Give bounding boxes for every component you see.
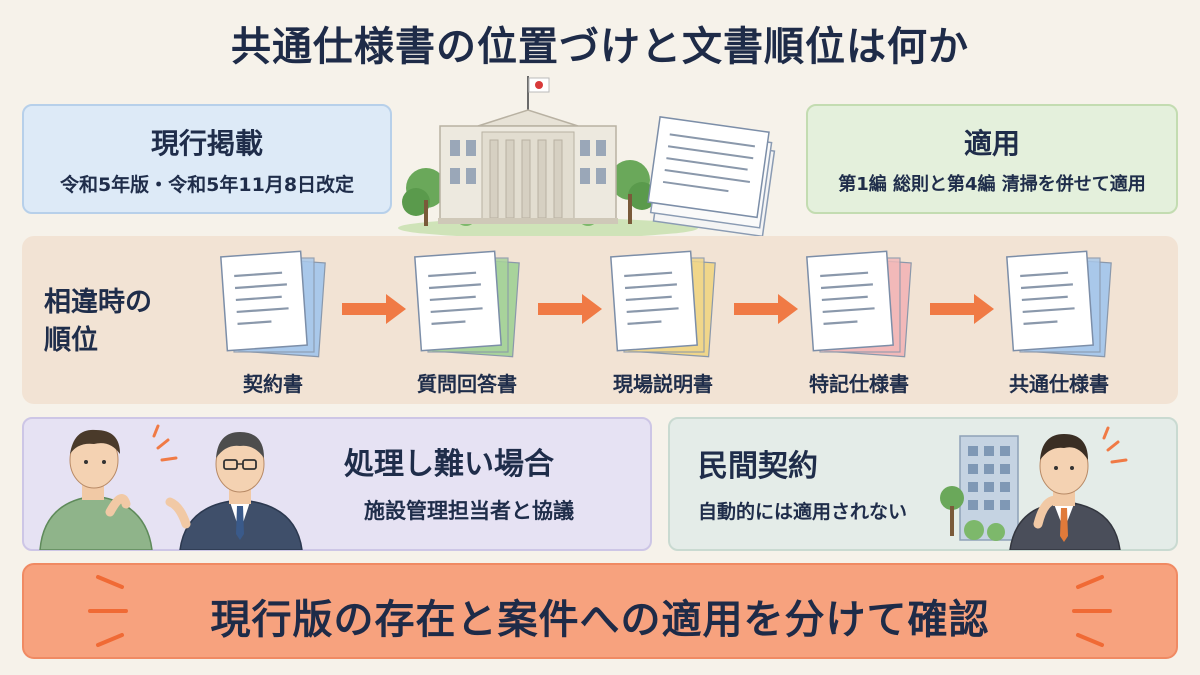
difficult-case-detail: 施設管理担当者と協議	[364, 499, 574, 523]
conclusion-text: 現行版の存在と案件への適用を分けて確認	[210, 597, 990, 643]
current-edition-heading: 現行掲載	[150, 127, 263, 160]
arrow-right-icon	[342, 294, 406, 324]
doc-label-special-spec: 特記仕様書	[809, 372, 909, 396]
arrow-right-icon	[734, 294, 798, 324]
application-detail: 第1編 総則と第4編 清掃を併せて適用	[838, 174, 1146, 195]
priority-order-label: 相違時の 順位	[44, 287, 152, 356]
government-building-icon	[398, 76, 776, 238]
difficult-case-heading: 処理し難い場合	[344, 447, 554, 482]
arrow-right-icon	[538, 294, 602, 324]
qa-document-icon	[414, 250, 520, 358]
contract-document-icon	[220, 250, 326, 358]
doc-label-contract: 契約書	[243, 372, 303, 396]
site-briefing-document-icon	[610, 250, 716, 358]
current-edition-box: 現行掲載 令和5年版・令和5年11月8日改定	[22, 104, 392, 214]
common-spec-document-icon	[1006, 250, 1112, 358]
private-contract-box: 民間契約 自動的には適用されない	[668, 417, 1178, 551]
application-heading: 適用	[963, 127, 1020, 160]
application-box: 適用 第1編 総則と第4編 清掃を併せて適用	[806, 104, 1178, 214]
doc-label-site-briefing: 現場説明書	[613, 372, 713, 396]
private-contract-detail: 自動的には適用されない	[698, 501, 908, 523]
special-spec-document-icon	[806, 250, 912, 358]
arrow-right-icon	[930, 294, 994, 324]
conclusion-banner: 現行版の存在と案件への適用を分けて確認	[22, 563, 1178, 659]
page-title: 共通仕様書の位置づけと文書順位は何か	[231, 24, 969, 70]
two-people-consulting-icon	[39, 424, 303, 550]
doc-label-qa: 質問回答書	[417, 372, 517, 396]
current-edition-detail: 令和5年版・令和5年11月8日改定	[59, 174, 355, 196]
private-contract-heading: 民間契約	[698, 449, 818, 484]
difficult-case-box: 処理し難い場合 施設管理担当者と協議	[22, 417, 652, 551]
office-building-person-icon	[940, 426, 1128, 550]
emphasis-lines-icon	[1072, 575, 1112, 647]
priority-order-band	[22, 236, 1178, 404]
emphasis-lines-icon	[88, 575, 128, 647]
doc-label-common-spec: 共通仕様書	[1009, 372, 1109, 396]
